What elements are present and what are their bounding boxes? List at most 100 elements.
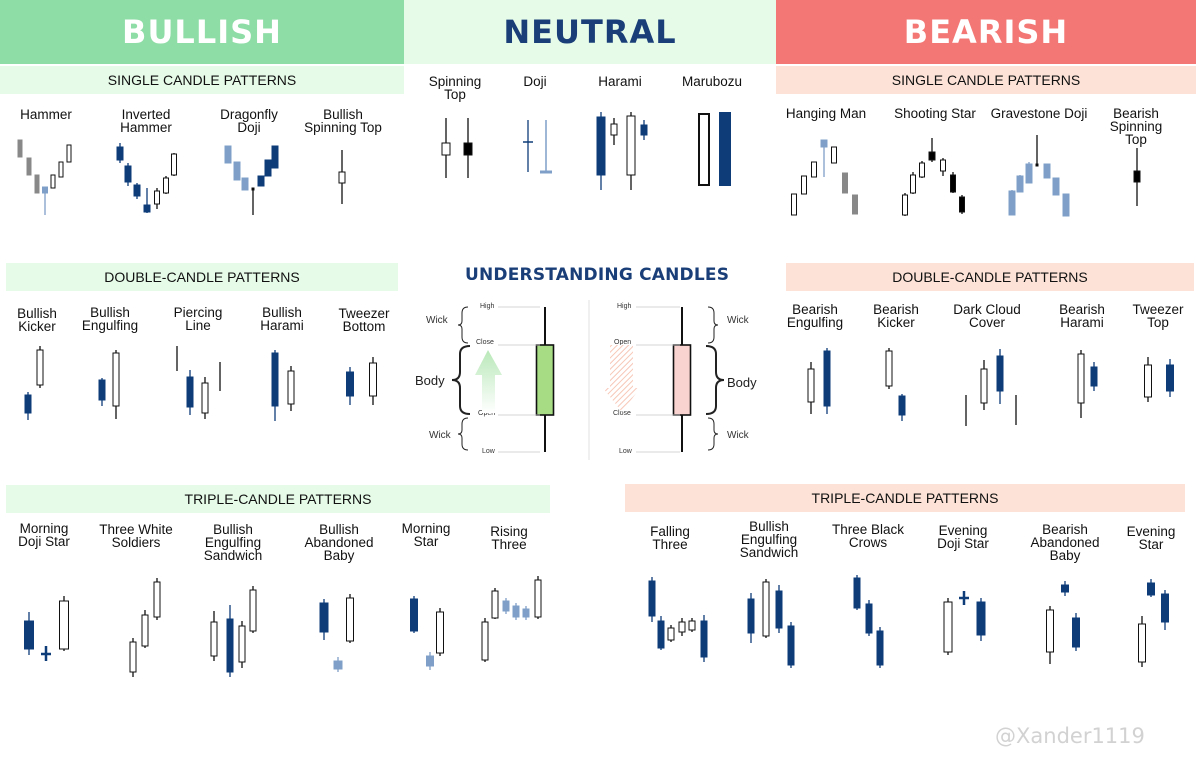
candle-f3-c4	[678, 618, 686, 636]
candle-harami-c2	[610, 118, 618, 145]
open-left-label: Open	[478, 410, 496, 417]
label-bear-engulfing-sandwich: Bullish Engulfing Sandwich	[739, 519, 799, 560]
candle-b-kicker-c2	[36, 346, 44, 388]
candle-eds-doji	[959, 591, 969, 605]
label-tweezer-top: Tweezer Top	[1132, 302, 1184, 330]
candle-bes-c1	[210, 611, 218, 661]
neutral-header: NEUTRAL	[404, 0, 776, 64]
candle-pierce-c2	[201, 377, 209, 419]
understanding-title: UNDERSTANDING CANDLES	[465, 265, 730, 285]
candle-dragonfly-c7	[271, 145, 279, 169]
candle-shoot-c1	[902, 193, 908, 216]
candle-pierce-c1	[186, 370, 194, 415]
candle-dragonfly-c6	[264, 159, 272, 177]
candle-grave-c6	[1052, 177, 1060, 196]
label-bullish-abandoned-baby: Bullish Abandoned Baby	[304, 522, 374, 563]
candle-bab-c3	[346, 594, 354, 643]
candle-grave-c5	[1043, 163, 1051, 179]
candle-beab-c2	[1061, 581, 1069, 596]
wick-bottom-left-label: Wick	[429, 430, 451, 441]
candle-bes2-c4	[787, 622, 795, 668]
label-bullish-harami: Bullish Harami	[260, 305, 304, 333]
candle-harami-c4	[640, 120, 648, 140]
candle-bab-c1	[319, 599, 329, 640]
candle-be-harami-c1	[1077, 350, 1085, 418]
candle-dcc-c1	[980, 360, 988, 410]
candle-hang-c2	[801, 175, 807, 195]
candle-dragonfly-c3	[241, 177, 249, 191]
label-bearish-engulfing: Bearish Engulfing	[786, 302, 844, 330]
candle-spinning-top-black	[463, 118, 473, 178]
candle-harami-c1	[596, 112, 606, 190]
left-guide-lines	[498, 306, 540, 453]
candle-shoot-c5	[940, 158, 946, 176]
candle-hang-c7	[852, 194, 858, 215]
candle-f3-c3	[667, 625, 675, 642]
candle-b-kicker-c1	[24, 392, 32, 420]
label-tweezer-bottom: Tweezer Bottom	[338, 306, 390, 334]
candle-eds-c1	[943, 598, 953, 655]
candle-hang-c6	[842, 172, 848, 194]
label-bullish-engulfing: Bullish Engulfing	[81, 305, 139, 333]
candle-r3-c4	[512, 603, 520, 620]
candle-shoot-c3	[919, 161, 925, 178]
candle-dragonfly-c4	[251, 187, 255, 215]
candle-shoot-c2	[910, 172, 916, 194]
brace-body-right	[705, 345, 725, 415]
candle-es-c1	[1138, 616, 1146, 667]
candle-bab-c2	[333, 657, 343, 672]
brace-wick-top-left	[457, 306, 469, 344]
candle-bes-c2	[226, 605, 234, 677]
candle-r3-c2	[491, 588, 499, 619]
candle-marubozu-blue	[719, 112, 731, 186]
bullish-header: BULLISH	[0, 0, 404, 64]
watermark: @Xander1119	[995, 724, 1145, 748]
candle-mds-doji	[41, 646, 51, 661]
candle-f3-c6	[700, 615, 708, 662]
wick-top-left-label: Wick	[426, 315, 448, 326]
label-bullish-spinning-top: Bullish Spinning Top	[304, 107, 382, 135]
label-morning-star: Morning Star	[401, 521, 451, 549]
body-left-label: Body	[415, 373, 445, 388]
label-falling-three: Falling Three	[650, 524, 690, 552]
candle-f3-c5	[688, 618, 696, 632]
brace-wick-bottom-right	[707, 417, 719, 451]
candle-dcc-c2	[996, 349, 1004, 404]
candle-shoot-c4	[928, 138, 936, 162]
bear-single-band: SINGLE CANDLE PATTERNS	[776, 66, 1196, 94]
candle-inv-hammer-c5	[154, 188, 160, 209]
label-bearish-spinning-top: Bearish Spinning Top	[1109, 106, 1163, 147]
candle-beab-c1	[1046, 606, 1054, 664]
candle-shoot-c7	[959, 195, 965, 214]
candle-r3-c6	[534, 576, 542, 619]
candle-grave-c4	[1035, 135, 1039, 167]
label-inverted-hammer: Inverted Hammer	[120, 107, 172, 135]
right-guide-lines	[636, 306, 680, 453]
candle-bear-spin-top	[1133, 148, 1141, 206]
candle-understand-bull	[535, 307, 555, 452]
candle-hammer-c6	[58, 161, 64, 178]
candle-be-kicker-c2	[898, 394, 906, 421]
candle-inv-hammer-c4	[143, 188, 151, 213]
high-right-label: High	[617, 303, 632, 310]
candle-be-harami-c2	[1090, 362, 1098, 391]
candle-tws-c3	[153, 578, 161, 620]
high-left-label: High	[480, 303, 495, 310]
candle-bes-c3	[238, 621, 246, 668]
candle-es-c2	[1147, 579, 1155, 597]
label-hammer: Hammer	[20, 107, 72, 122]
label-bearish-kicker: Bearish Kicker	[873, 302, 919, 330]
candle-dragonfly-c1	[224, 145, 232, 164]
candle-f3-c1	[648, 577, 656, 622]
candle-inv-hammer-c1	[116, 143, 124, 163]
candle-mds-c1	[24, 612, 34, 655]
candle-beab-c3	[1072, 613, 1080, 651]
candle-bull-spin-top	[338, 150, 346, 204]
label-evening-star: Evening Star	[1126, 524, 1176, 552]
candle-hammer-c4	[42, 186, 48, 215]
candle-bes-c4	[249, 586, 257, 633]
candle-hammer-c2	[26, 157, 32, 176]
bear-triple-band: TRIPLE-CANDLE PATTERNS	[625, 484, 1185, 512]
candle-b-harami-c1	[271, 350, 279, 421]
